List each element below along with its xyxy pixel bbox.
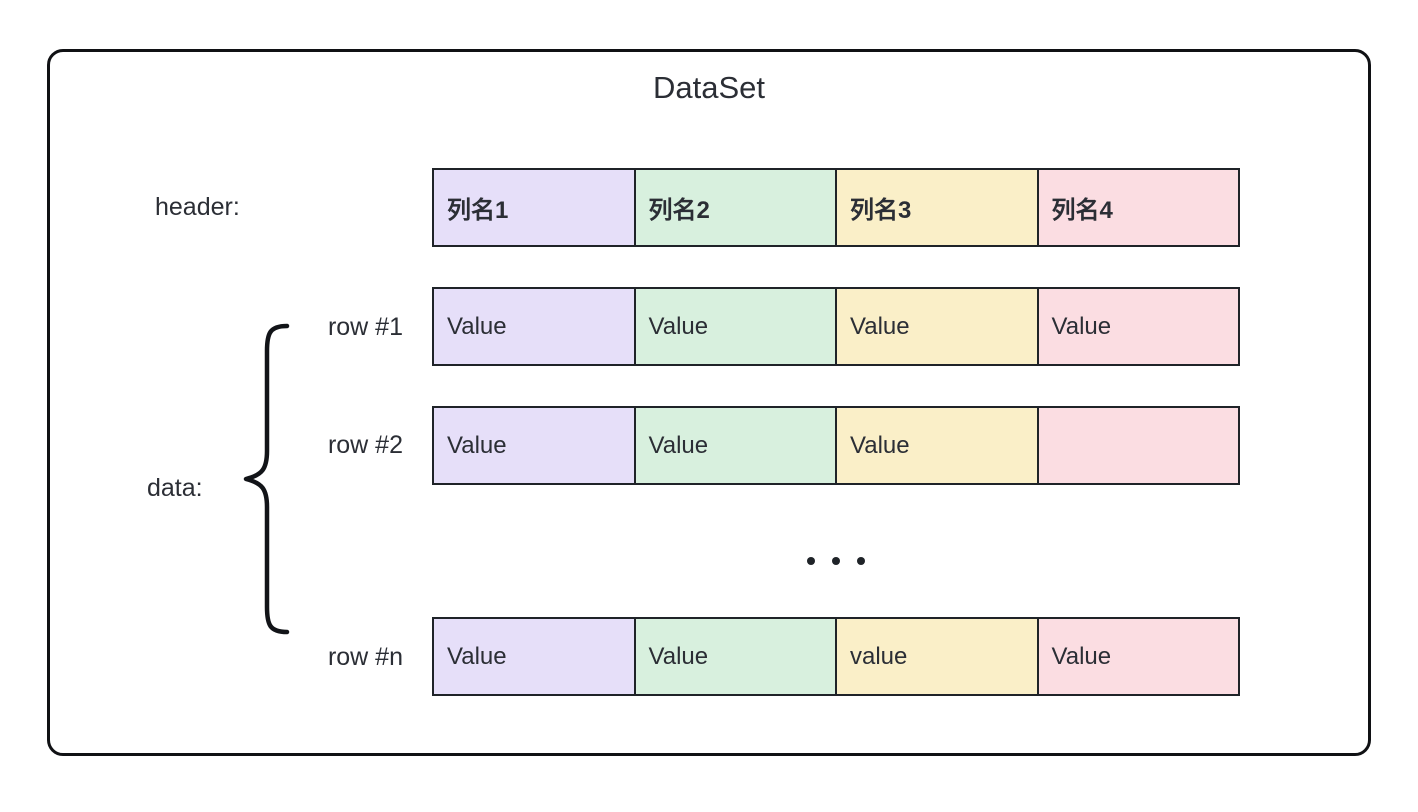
diagram-title: DataSet bbox=[652, 70, 765, 105]
data-cell: Value bbox=[635, 289, 837, 364]
ellipsis-dot bbox=[832, 557, 840, 565]
data-cell: Value bbox=[434, 289, 636, 364]
data-cell: Value bbox=[434, 408, 636, 483]
data-row-1: Value Value Value Value bbox=[432, 287, 1240, 366]
header-row: 列名1 列名2 列名3 列名4 bbox=[432, 168, 1240, 247]
row-1-label: row #1 bbox=[327, 313, 403, 341]
data-row-n: Value Value value Value bbox=[432, 617, 1240, 696]
data-cell: value bbox=[837, 619, 1039, 694]
ellipsis-dot bbox=[807, 557, 815, 565]
header-label: header: bbox=[155, 193, 240, 221]
header-cell-col4: 列名4 bbox=[1038, 170, 1238, 245]
row-n-label: row #n bbox=[327, 643, 403, 671]
row-2-label: row #2 bbox=[327, 431, 403, 459]
ellipsis-dot bbox=[857, 557, 865, 565]
data-cell: Value bbox=[1038, 289, 1238, 364]
header-cell-col1: 列名1 bbox=[434, 170, 636, 245]
data-row-2: Value Value Value bbox=[432, 406, 1240, 485]
data-cell: Value bbox=[837, 408, 1039, 483]
data-cell: Value bbox=[1038, 619, 1238, 694]
data-cell: Value bbox=[635, 408, 837, 483]
ellipsis-dots-icon bbox=[432, 557, 1240, 565]
data-cell bbox=[1038, 408, 1238, 483]
data-cell: Value bbox=[837, 289, 1039, 364]
header-cell-col2: 列名2 bbox=[635, 170, 837, 245]
header-cell-col3: 列名3 bbox=[837, 170, 1039, 245]
data-cell: Value bbox=[434, 619, 636, 694]
curly-brace bbox=[243, 323, 290, 635]
data-label: data: bbox=[147, 474, 203, 502]
data-cell: Value bbox=[635, 619, 837, 694]
dataset-frame: DataSet header: 列名1 列名2 列名3 列名4 data: ro… bbox=[47, 49, 1371, 756]
